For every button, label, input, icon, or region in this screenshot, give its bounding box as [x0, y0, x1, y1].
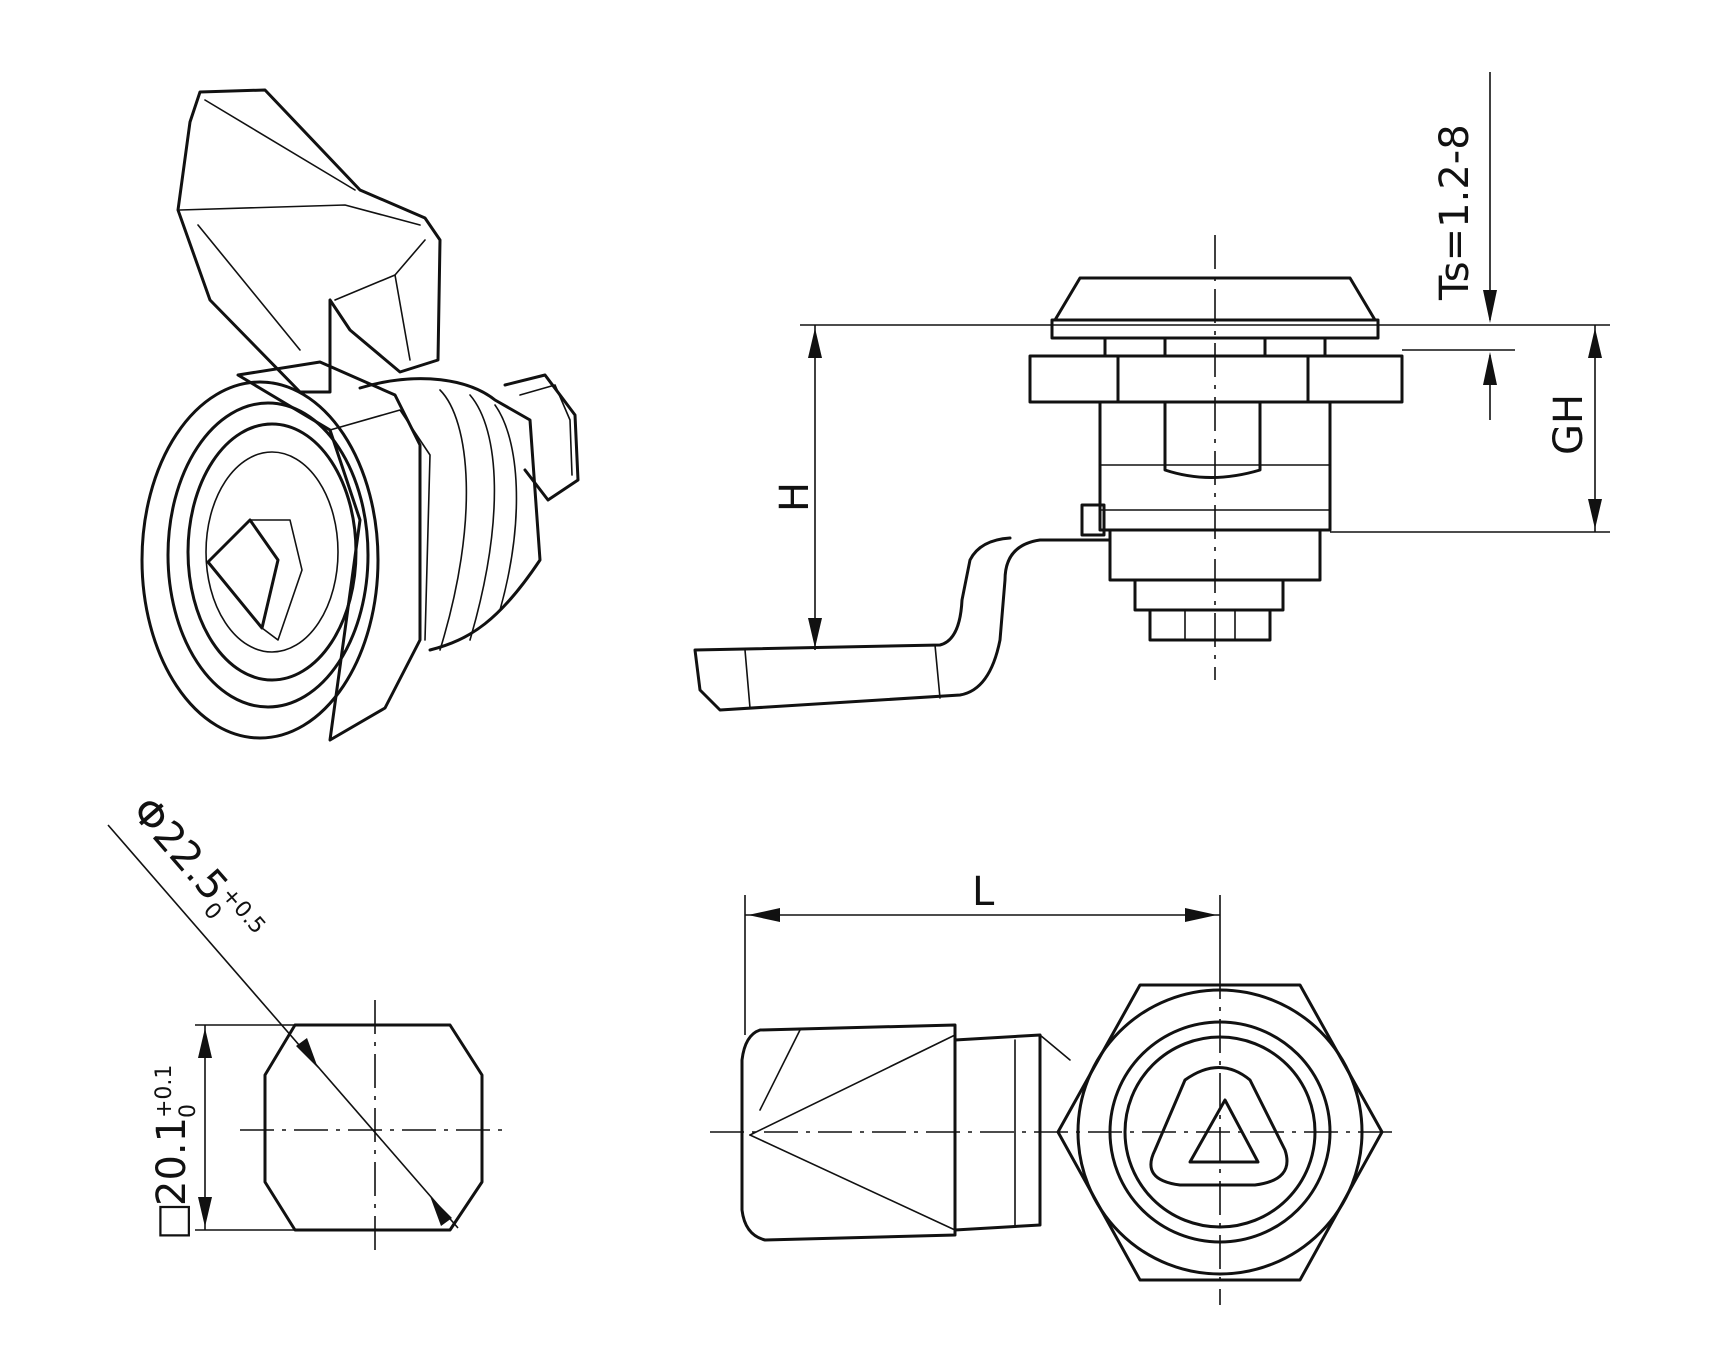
- height-label: H: [772, 482, 818, 512]
- square-tol-upper: +0.1: [152, 1065, 177, 1118]
- isometric-view: [140, 88, 580, 742]
- length-label: L: [972, 869, 995, 915]
- square-tol-lower: 0: [176, 1104, 201, 1118]
- diameter-tol-upper: +0.5: [216, 882, 270, 939]
- square-symbol: □: [149, 1202, 195, 1240]
- square-value: 20.1: [149, 1117, 195, 1206]
- square-label: □ 20.1 +0.1 0: [149, 1065, 201, 1240]
- grip-height-label: GH: [1546, 394, 1592, 455]
- front-view: [710, 895, 1400, 1305]
- thickness-label: Ts=1.2-8: [1432, 124, 1478, 301]
- diameter-label: Φ 22.5 +0.5 0: [122, 788, 270, 939]
- side-view: [693, 72, 1610, 712]
- panel-cutout-view: [107, 824, 505, 1255]
